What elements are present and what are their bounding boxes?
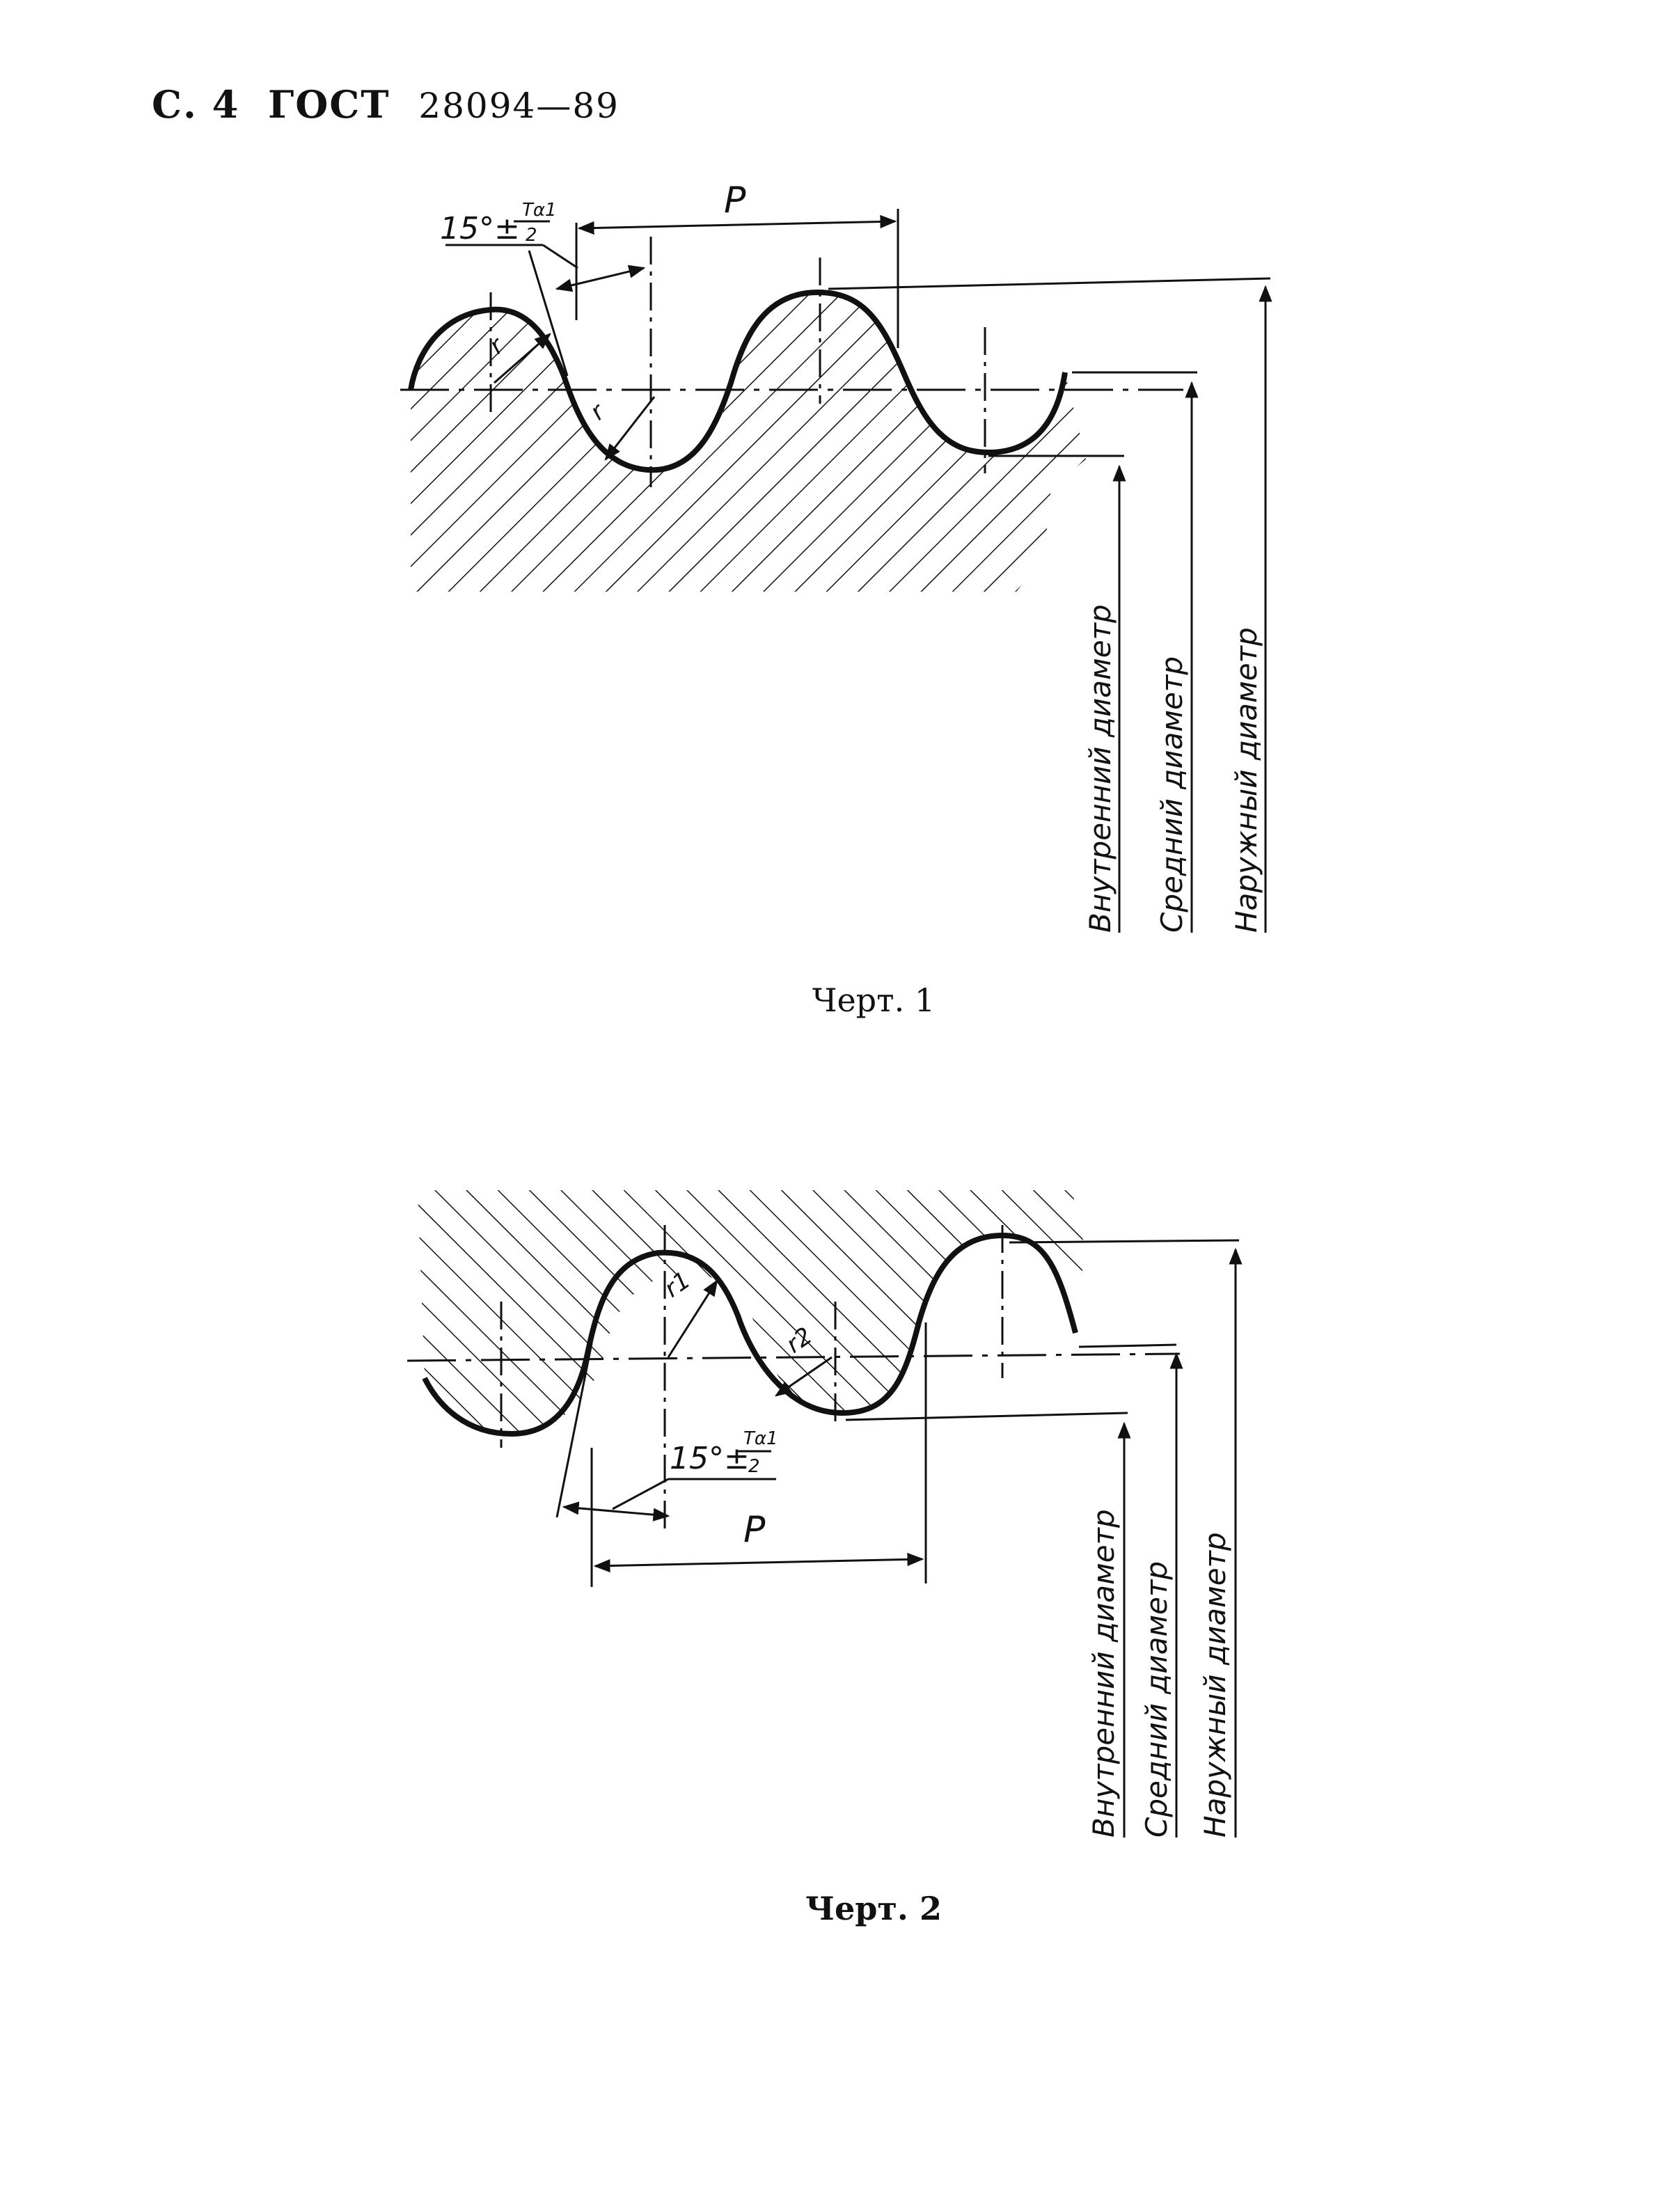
pitch-line — [407, 1352, 1181, 1362]
angle-label: 15°± — [670, 1441, 750, 1476]
pitch-label: P — [724, 180, 746, 221]
middle-diameter-extension — [1078, 1343, 1177, 1348]
angle-fraction-numerator: Tα1 — [743, 1428, 778, 1449]
radius-arrow — [494, 333, 551, 384]
angle-leader — [612, 1478, 669, 1510]
page-header: С. 4 ГОСТ 28094—89 — [152, 82, 633, 127]
standard-number: 28094—89 — [418, 86, 620, 126]
flank-line — [555, 1343, 593, 1518]
angle-fraction-denominator: 2 — [526, 225, 537, 246]
angle-leader — [542, 244, 578, 269]
middle-diameter-label: Средний диаметр — [1155, 656, 1189, 933]
thread-profile-drawing-1: r r P 15°± Tα1 2 Внутренний диаметр Сред… — [400, 180, 1272, 933]
standard-label: ГОСТ — [267, 82, 391, 127]
figure-caption-1: Черт. 1 — [812, 981, 936, 1019]
outer-diameter-label: Наружный диаметр — [1198, 1532, 1232, 1838]
thread-profile — [422, 1232, 1078, 1437]
radius-arrow — [604, 396, 656, 461]
outer-diameter-label: Наружный диаметр — [1229, 627, 1263, 933]
middle-diameter-label: Средний диаметр — [1140, 1561, 1174, 1838]
hatch-area — [418, 1190, 1086, 1434]
angle-label: 15°± — [440, 211, 520, 246]
radius-label: r — [585, 397, 611, 426]
page-number: С. 4 — [152, 82, 240, 127]
inner-diameter-label: Внутренний диаметр — [1083, 604, 1117, 933]
pitch-dimension-line — [577, 214, 897, 235]
outer-diameter-extension — [1009, 1239, 1240, 1244]
thread-profile — [408, 289, 1068, 473]
angle-dimension-arc — [562, 1501, 670, 1522]
pitch-label: P — [743, 1509, 766, 1551]
radius-arrow — [667, 1279, 718, 1358]
flank-line — [528, 250, 569, 377]
pitch-dimension-line — [593, 1552, 924, 1573]
outer-diameter-extension — [828, 277, 1271, 290]
inner-diameter-extension — [845, 1412, 1128, 1421]
angle-fraction-numerator: Tα1 — [522, 200, 557, 221]
thread-profile-drawing-2: r1 r2 15°± Tα1 2 P Внутренний диаметр Ср… — [407, 1190, 1243, 1838]
angle-fraction-denominator: 2 — [748, 1456, 760, 1477]
angle-dimension-arc — [555, 264, 646, 292]
figure-caption-2: Черт. 2 — [805, 1890, 942, 1927]
inner-diameter-label: Внутренний диаметр — [1087, 1509, 1121, 1838]
radius-arrow — [775, 1356, 833, 1397]
